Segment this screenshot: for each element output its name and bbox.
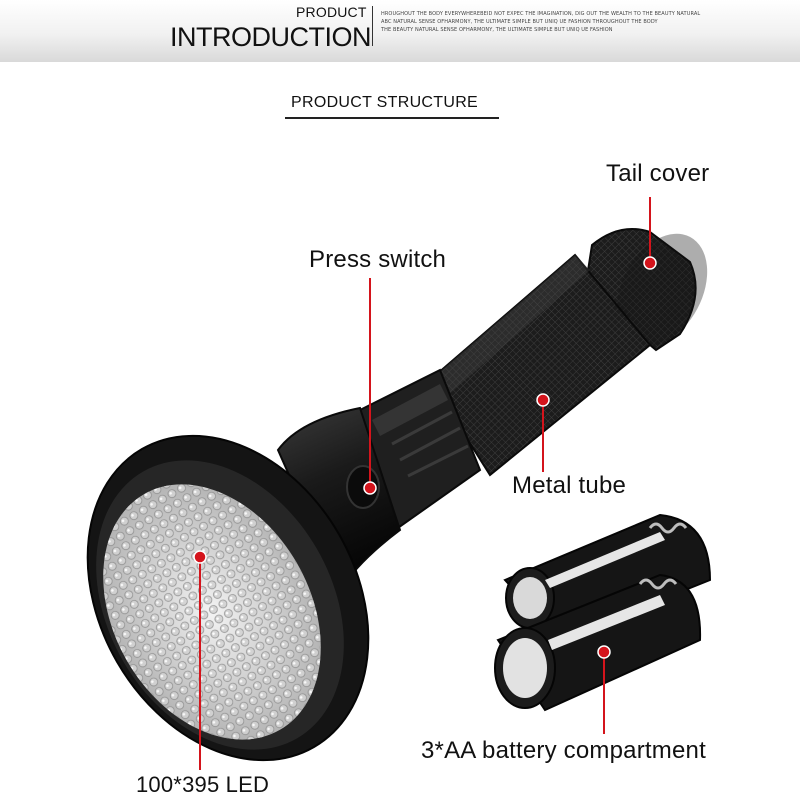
switch-collar xyxy=(358,368,482,532)
markers xyxy=(193,256,657,659)
flashlight xyxy=(86,228,708,762)
header-band xyxy=(0,0,800,62)
callout-tail-cover: Tail cover xyxy=(606,160,710,187)
callout-battery-compartment: 3*AA battery compartment xyxy=(421,737,706,764)
flashlight-head xyxy=(86,434,370,762)
header-subtitle: PRODUCT xyxy=(296,4,367,20)
section-title: PRODUCT STRUCTURE xyxy=(291,94,479,111)
header-divider xyxy=(372,6,373,46)
battery-holder xyxy=(494,513,712,712)
leader-lines xyxy=(199,197,651,770)
marker-dot-battery xyxy=(597,645,611,659)
tail-cap xyxy=(583,228,708,352)
header-fine-print-3: THE BEAUTY NATURAL SENSE OFHARMONY, THE … xyxy=(381,27,613,33)
marker-dot-press-switch xyxy=(363,481,377,495)
marker-dot-tail-cover xyxy=(643,256,657,270)
callout-led: 100*395 LED xyxy=(136,772,270,797)
callout-metal-tube: Metal tube xyxy=(512,472,627,499)
marker-dot-metal-tube xyxy=(536,393,550,407)
callout-press-switch: Press switch xyxy=(309,246,447,273)
header-fine-print-2: ABC NATURAL SENSE OFHARMONY, THE ULTIMAT… xyxy=(381,19,658,25)
header-fine-print-1: HROUGHOUT THE BODY EVERYWHEREBEID NOT EX… xyxy=(381,11,701,17)
header-title: INTRODUCTION xyxy=(170,22,371,52)
marker-dot-led xyxy=(193,550,207,564)
section-underline xyxy=(285,117,499,119)
